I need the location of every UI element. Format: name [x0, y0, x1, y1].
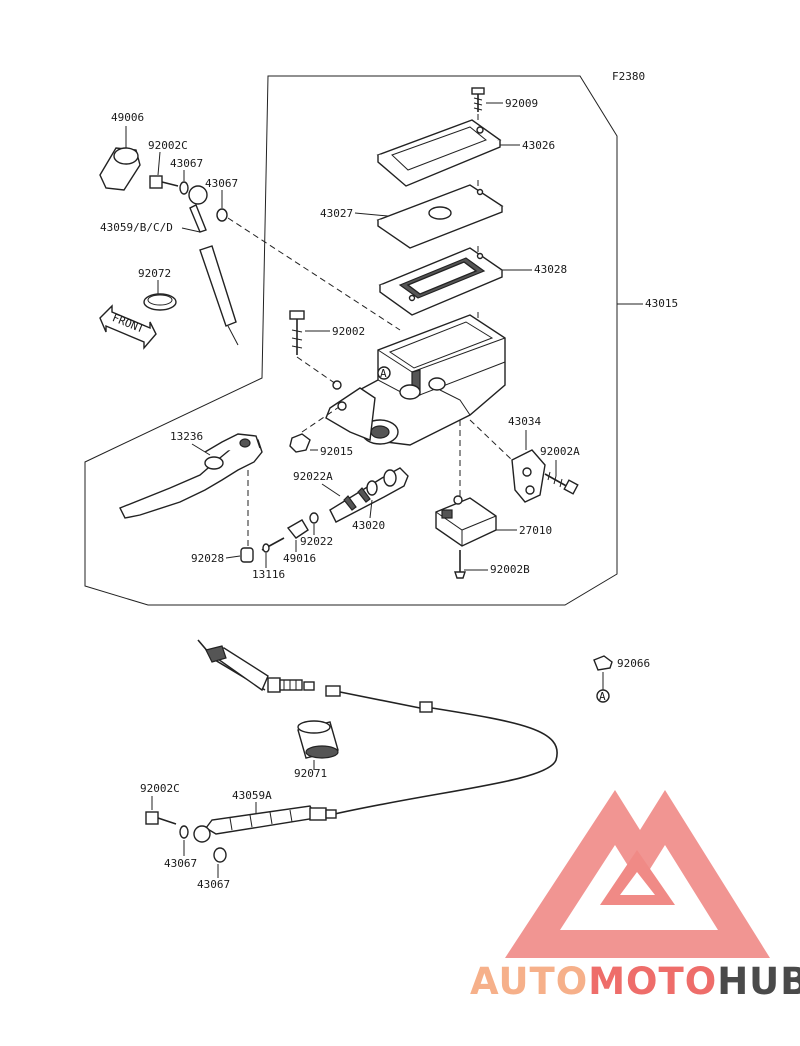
cover-49006: [99, 147, 141, 191]
label-13116: 13116: [252, 568, 285, 581]
clamp-92072-icon: [143, 293, 177, 311]
label-43026: 43026: [522, 139, 555, 152]
label-92002C-top: 92002C: [148, 139, 188, 152]
watermark-part3: HUB: [717, 960, 800, 1003]
hose-upper-section: [197, 639, 269, 692]
front-arrow-icon: FRONT: [99, 304, 157, 350]
watermark-part1: AUTO: [470, 960, 589, 1003]
bolt-92002A-icon: [544, 471, 579, 495]
watermark-logo-icon: [505, 790, 770, 958]
brake-lever-13236: [119, 433, 263, 519]
screw-92002B-icon: [454, 550, 466, 579]
banjo-bolt-92002C-bottom-icon: [145, 811, 177, 825]
brake-hose-line: [329, 707, 558, 816]
label-43015: 43015: [645, 297, 678, 310]
label-43028: 43028: [534, 263, 567, 276]
banjo-fitting: [188, 185, 208, 233]
label-13236: 13236: [170, 430, 203, 443]
label-92002A: 92002A: [540, 445, 580, 458]
label-49006: 49006: [111, 111, 144, 124]
washer-43067-top2-icon: [216, 208, 228, 222]
label-43027: 43027: [320, 207, 353, 220]
label-92022: 92022: [300, 535, 333, 548]
banjo-fitting-lower: [193, 825, 211, 843]
washer-43067-bot1-icon: [179, 825, 189, 839]
plate-43027: [376, 184, 504, 249]
label-27010: 27010: [519, 524, 552, 537]
label-92071: 92071: [294, 767, 327, 780]
hose-43059BCD: [199, 245, 239, 346]
label-43067-top1: 43067: [170, 157, 203, 170]
label-43059A: 43059A: [232, 789, 272, 802]
label-43067-bot2: 43067: [197, 878, 230, 891]
label-92072: 92072: [138, 267, 171, 280]
figure-code: F2380: [612, 70, 645, 83]
label-92028: 92028: [191, 552, 224, 565]
cap-92066-icon: [593, 655, 613, 671]
label-92002B: 92002B: [490, 563, 530, 576]
clamp-bracket: [325, 380, 376, 441]
pin-13116-icon: [261, 537, 285, 553]
reservoir-cap-43026: [376, 119, 502, 187]
label-43059BCD: 43059/B/C/D: [100, 221, 173, 234]
label-49016: 49016: [283, 552, 316, 565]
banjo-bolt-92002C-top-icon: [149, 175, 179, 189]
label-92002C-bottom: 92002C: [140, 782, 180, 795]
label-43067-bot1: 43067: [164, 857, 197, 870]
diaphragm-43028: [378, 247, 504, 316]
assembly-boundary: [84, 75, 618, 606]
bushing-92028-icon: [240, 547, 254, 563]
hose-43059A: [204, 805, 337, 835]
switch-27010: [435, 495, 497, 547]
washer-43067-top1-icon: [179, 181, 189, 195]
ref-letter-body: A: [380, 367, 387, 380]
grommet-92071: [297, 720, 339, 759]
ref-letter-cap: A: [599, 690, 606, 703]
washer-43067-bot2-icon: [213, 847, 227, 863]
label-92015: 92015: [320, 445, 353, 458]
piston-assembly-43020: [329, 467, 409, 523]
master-cylinder-body: [344, 314, 506, 446]
pushrod-49016-icon: [286, 519, 309, 539]
label-92009: 92009: [505, 97, 538, 110]
holder-43034: [511, 449, 546, 503]
fitting-upper: [267, 677, 315, 693]
label-43067-top2: 43067: [205, 177, 238, 190]
watermark-wordmark: AUTOMOTOHUB: [470, 960, 800, 1003]
label-92066: 92066: [617, 657, 650, 670]
label-92022A: 92022A: [293, 470, 333, 483]
nut-92015-icon: [289, 433, 311, 453]
cable-connector: [325, 685, 433, 713]
bolt-92002-icon: [289, 310, 305, 355]
label-43020: 43020: [352, 519, 385, 532]
label-92002: 92002: [332, 325, 365, 338]
washer-92022-icon: [309, 512, 319, 524]
screw-92009-icon: [471, 87, 485, 112]
watermark-part2: MOTO: [588, 960, 718, 1003]
label-43034: 43034: [508, 415, 541, 428]
